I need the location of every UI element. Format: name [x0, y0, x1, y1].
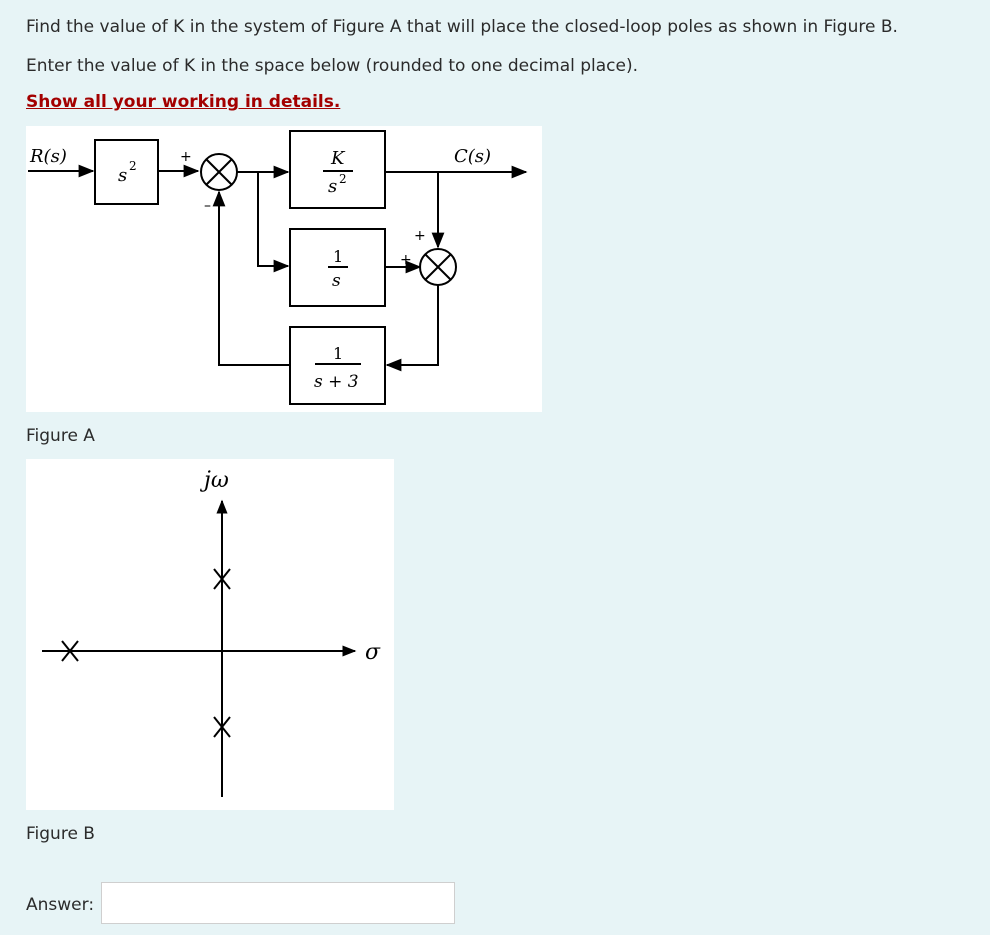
- input-label: R(s): [29, 146, 67, 167]
- mid-numerator: 1: [333, 247, 343, 266]
- figure-b-pole-plot: jω σ: [26, 459, 394, 810]
- branch-to-mid-block-line: [257, 172, 290, 273]
- answer-label: Answer:: [26, 895, 95, 915]
- feedback-denominator: s + 3: [314, 372, 359, 392]
- show-working-link[interactable]: Show all your working in details.: [26, 92, 341, 112]
- mid-denominator: s: [332, 271, 341, 291]
- pole-marker-upper: [213, 568, 231, 590]
- sum1-plus-sign: +: [180, 149, 192, 165]
- pole-plot-svg: jω σ: [42, 468, 381, 797]
- forward-numerator: K: [330, 148, 346, 169]
- sum2-top-plus-sign: +: [414, 228, 426, 244]
- prefilter-exponent: 2: [129, 159, 137, 173]
- feedback-to-sum1-line: [212, 190, 290, 366]
- feedback-block: [289, 326, 386, 405]
- question-line-1: Find the value of K in the system of Fig…: [26, 17, 898, 37]
- block-diagram-svg: R(s) C(s) s 2 K s 2 1 s 1 s + 3 + – + +: [28, 130, 528, 405]
- pole-marker-real: [61, 640, 79, 662]
- question-line-2: Enter the value of K in the space below …: [26, 56, 639, 76]
- figure-b-label: Figure B: [26, 824, 95, 844]
- sum1-minus-sign: –: [204, 198, 211, 214]
- sum2-left-plus-sign: +: [400, 252, 412, 268]
- imaginary-axis-label: jω: [199, 468, 229, 493]
- pole-marker-lower: [213, 716, 231, 738]
- output-label: C(s): [454, 146, 491, 167]
- forward-denominator-exp: 2: [339, 172, 347, 186]
- sum2-to-feedback-line: [385, 285, 439, 372]
- forward-denominator: s: [328, 176, 337, 197]
- prefilter-base: s: [118, 165, 127, 186]
- feedback-numerator: 1: [333, 344, 343, 363]
- figure-a-block-diagram: R(s) C(s) s 2 K s 2 1 s 1 s + 3 + – + +: [26, 126, 542, 412]
- forward-block: [289, 130, 386, 209]
- answer-input[interactable]: [101, 882, 455, 924]
- figure-a-label: Figure A: [26, 426, 95, 446]
- real-axis-label: σ: [365, 640, 381, 665]
